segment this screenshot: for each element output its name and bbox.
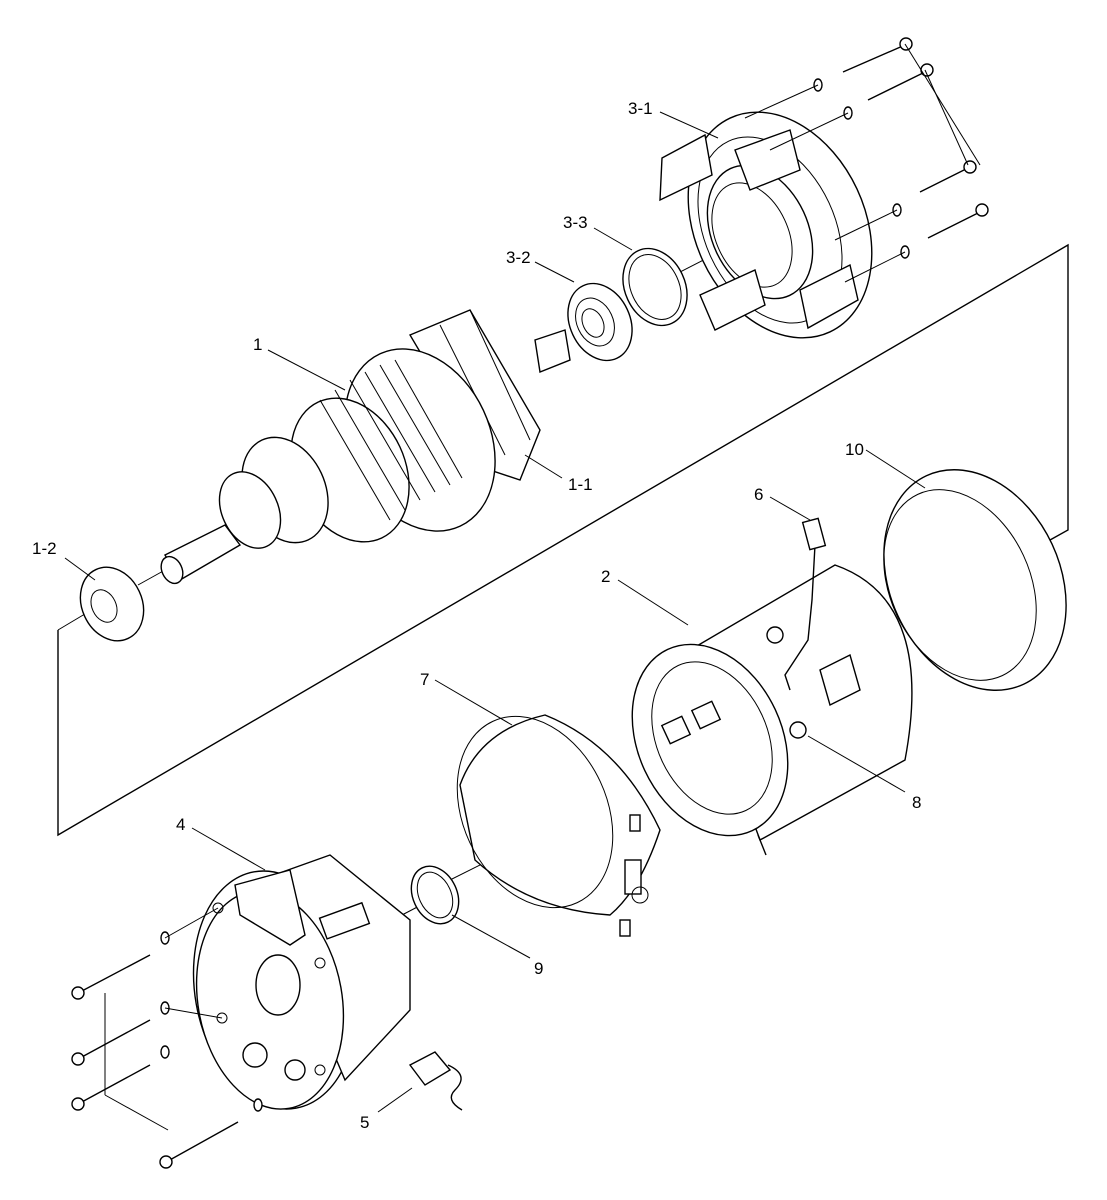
o-ring-9: [410, 865, 460, 925]
label-5: 5: [360, 1113, 369, 1132]
label-3-3: 3-3: [563, 213, 588, 232]
part-labels: 3-1 3-3 3-2 1 1-1 1-2 10 6 2 7 8 4 9 5: [32, 99, 921, 1132]
bracket-bolts: [744, 37, 989, 283]
label-8: 8: [912, 793, 921, 812]
brush-holder-end-4: [192, 854, 411, 1110]
yoke-housing-2: [631, 517, 913, 856]
label-3-1: 3-1: [628, 99, 653, 118]
label-6: 6: [754, 485, 763, 504]
label-1-1: 1-1: [568, 475, 593, 494]
bearing-1-2: [79, 566, 145, 642]
label-2: 2: [601, 567, 610, 586]
armature-1: [160, 309, 571, 585]
bearing-3-2: [567, 282, 633, 362]
label-4: 4: [176, 815, 185, 834]
brush-5: [408, 1051, 463, 1111]
cover-band-10: [883, 469, 1067, 691]
label-3-2: 3-2: [506, 248, 531, 267]
o-ring-3-3: [622, 247, 688, 327]
label-1-2: 1-2: [32, 539, 57, 558]
band-7: [456, 714, 661, 937]
label-9: 9: [534, 959, 543, 978]
leader-lines: [64, 111, 926, 1113]
label-1: 1: [253, 335, 262, 354]
armature-laminations: [319, 359, 463, 521]
label-7: 7: [420, 670, 429, 689]
end-bracket-3-1: [659, 111, 873, 339]
label-10: 10: [845, 440, 864, 459]
end-bolts: [71, 907, 263, 1169]
